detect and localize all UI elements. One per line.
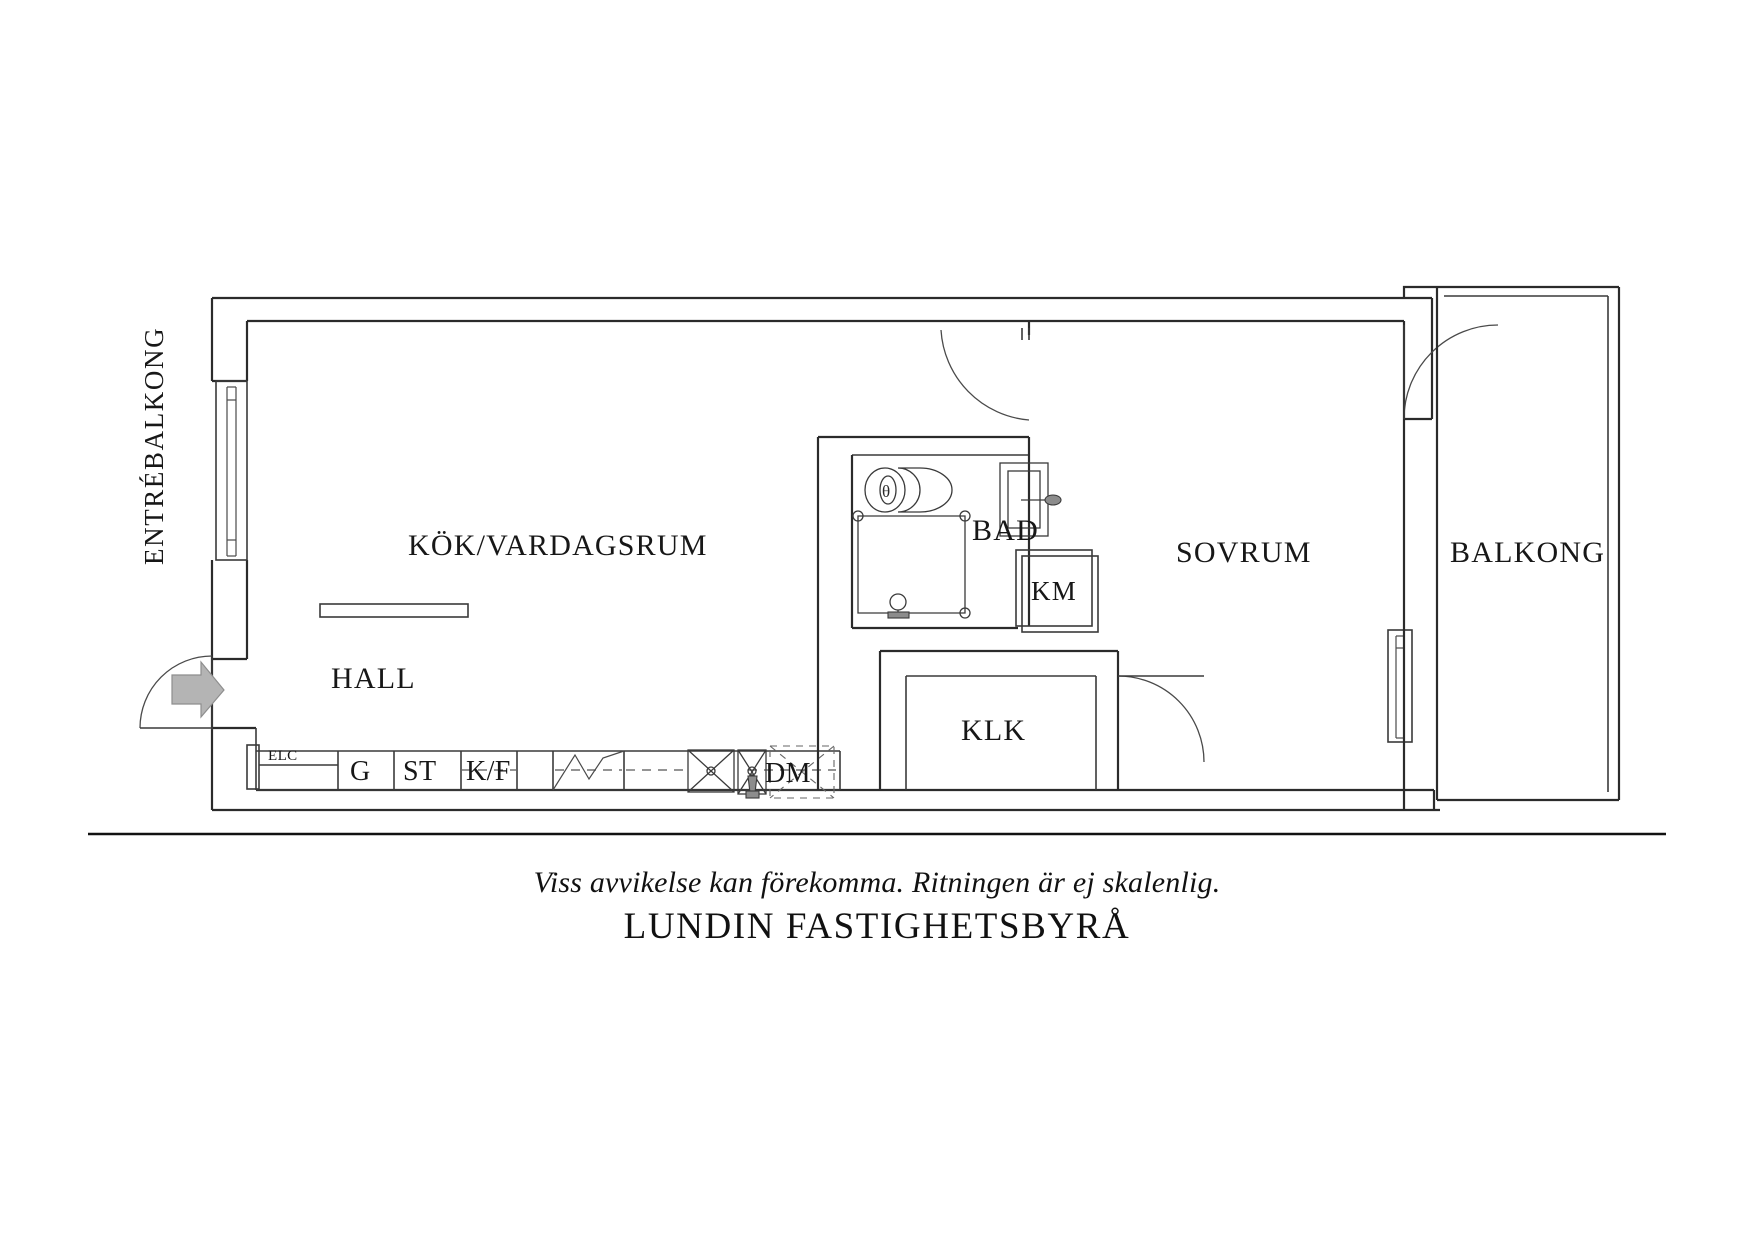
room-label-kok-vardagsrum: KÖK/VARDAGSRUM <box>408 529 708 562</box>
walk-in-closet-door[interactable] <box>1117 675 1205 763</box>
window-left <box>215 380 248 561</box>
entrebalkong-label: ENTRÉBALKONG <box>139 327 169 565</box>
kitchen-bench <box>319 603 469 618</box>
disclaimer-text: Viss avvikelse kan förekomma. Ritningen … <box>533 866 1221 899</box>
appliance-label-g: G <box>350 756 371 787</box>
kitchen-sink-fixture <box>737 749 767 799</box>
stove-hob-fixture <box>687 749 735 793</box>
room-label-hall: HALL <box>331 662 416 695</box>
bathroom-walls <box>816 321 1031 790</box>
appliance-label-st: ST <box>403 756 436 787</box>
dishwasher-dm <box>769 745 835 799</box>
room-label-bad: BAD <box>972 514 1039 547</box>
bathroom-door[interactable] <box>940 328 1030 421</box>
room-label-balkong: BALKONG <box>1450 536 1605 569</box>
brand-name: LUNDIN FASTIGHETSBYRÅ <box>623 905 1131 947</box>
toilet-fixture: θ <box>864 467 953 513</box>
room-label-entrebalkong: ENTRÉBALKONG <box>139 327 169 565</box>
room-label-sovrum: SOVRUM <box>1176 536 1312 569</box>
balkong-walls <box>1435 285 1621 802</box>
room-label-km: KM <box>1031 576 1077 606</box>
appliance-label-elc: ELC <box>268 748 298 764</box>
kitchen-counter-run: ELC G ST K/F <box>246 728 841 799</box>
klk-walls <box>878 649 1120 790</box>
room-label-klk: KLK <box>961 714 1026 747</box>
window-right <box>1387 629 1413 743</box>
km-unit <box>1015 549 1099 633</box>
entrance-direction-arrow <box>171 660 225 719</box>
washbasin-fixture <box>999 462 1062 537</box>
shower-area <box>852 510 971 619</box>
balcony-door[interactable] <box>1403 324 1499 420</box>
appliance-label-dm: DM <box>765 758 811 789</box>
appliance-label-kf: K/F <box>466 756 511 787</box>
svg-text:θ: θ <box>882 482 890 501</box>
caption-block: Viss avvikelse kan förekomma. Ritningen … <box>0 866 1754 947</box>
